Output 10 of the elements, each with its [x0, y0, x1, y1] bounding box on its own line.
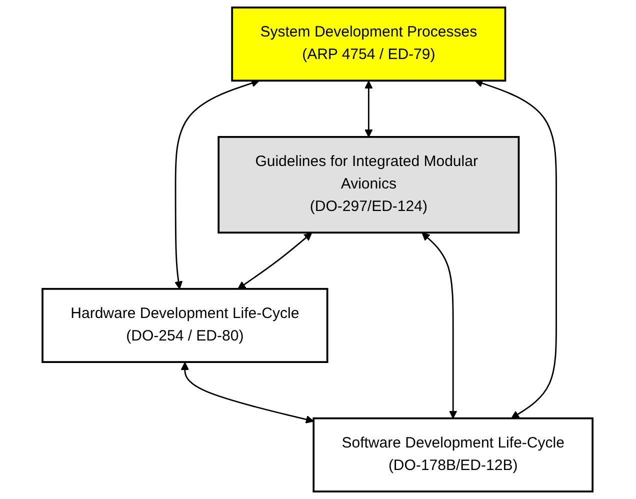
arrow	[181, 362, 314, 424]
node-box: System Development Processes (ARP 4754 / ED-79)	[232, 6, 507, 82]
node-box: Hardware Development Life-Cycle (DO-254 / ED-80)	[42, 288, 329, 363]
arrow	[475, 79, 558, 419]
arrow	[238, 232, 313, 290]
arrow	[422, 232, 458, 419]
node-box: Guidelines for Integrated Modular Avionics (DO-297/ED-124)	[218, 136, 520, 234]
arrow	[174, 79, 260, 290]
arrow	[365, 80, 374, 138]
node-box: Software Development Life-Cycle (DO-178B/ED-12B)	[313, 417, 594, 492]
